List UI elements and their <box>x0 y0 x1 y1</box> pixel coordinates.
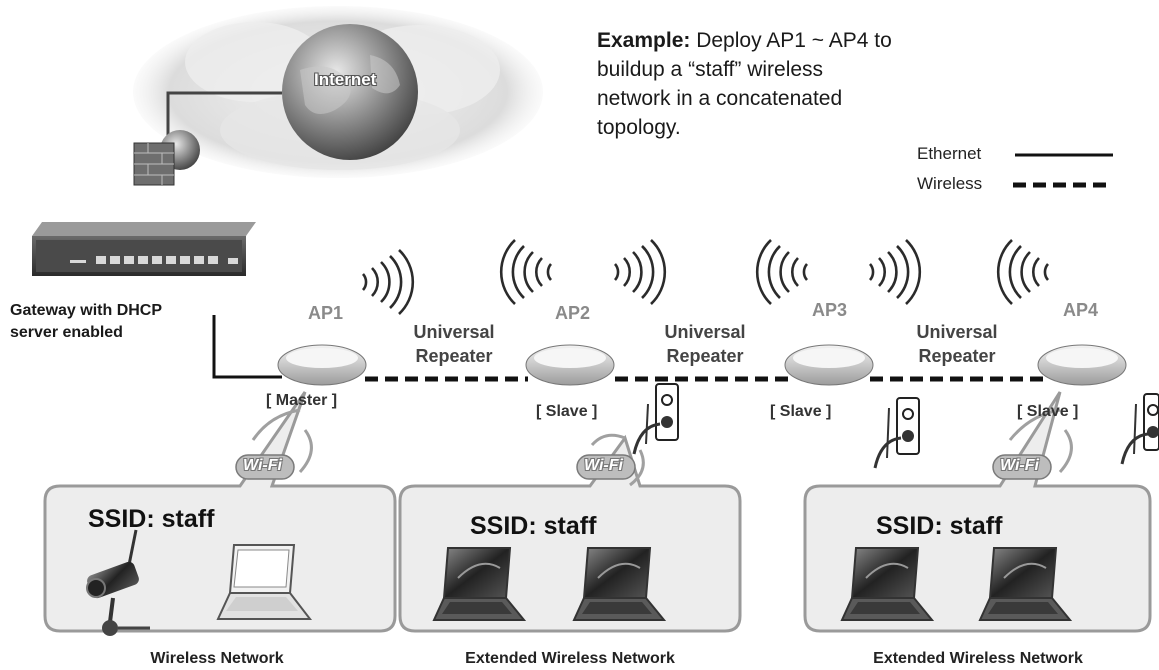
repeater-label: Universal Repeater <box>413 322 495 366</box>
ap-name: AP4 <box>1063 300 1099 320</box>
ssid-label: SSID: staff <box>88 505 215 533</box>
network-label: Extended Wireless Network <box>873 650 1083 667</box>
legend-ethernet-label: Ethernet <box>917 144 982 163</box>
ap-name: AP3 <box>812 300 848 320</box>
repeater-label: Universal Repeater <box>664 322 746 366</box>
ap-role: [ Slave ] <box>1017 403 1079 420</box>
ip-camera-icon <box>86 529 150 636</box>
gateway-switch-icon <box>32 222 256 276</box>
ap-role: [ Master ] <box>266 392 338 409</box>
ap-role: [ Slave ] <box>770 403 832 420</box>
internet-cloud-icon <box>133 6 543 178</box>
ap-name: AP1 <box>308 303 344 323</box>
ssid-label: SSID: staff <box>876 512 1003 540</box>
wifi-badge: Wi-Fi <box>584 457 623 474</box>
ssid-label: SSID: staff <box>470 512 597 540</box>
signal-arrow-icon <box>251 408 1073 487</box>
repeater-label: Universal Repeater <box>916 322 998 366</box>
internet-label: Internet <box>314 70 377 89</box>
laptop-icon <box>216 544 1073 621</box>
wifi-badge: Wi-Fi <box>1000 457 1039 474</box>
network-label: Wireless Network <box>150 650 284 667</box>
example-description: Example: Deploy AP1 ~ AP4 to buildup a “… <box>597 29 892 139</box>
access-point-icon <box>277 344 1127 386</box>
firewall-icon <box>133 130 200 186</box>
ap-name: AP2 <box>555 303 591 323</box>
legend-wireless-label: Wireless <box>917 174 983 193</box>
signal-waves-icon <box>361 239 1050 315</box>
wifi-badge: Wi-Fi <box>243 457 282 474</box>
power-outlet-icon <box>632 383 1159 469</box>
network-label: Extended Wireless Network <box>465 650 675 667</box>
gateway-label: Gateway with DHCP server enabled <box>10 302 163 341</box>
ap-role: [ Slave ] <box>536 403 598 420</box>
ethernet-link <box>212 315 282 379</box>
wifi-badge-icon <box>235 454 1052 480</box>
